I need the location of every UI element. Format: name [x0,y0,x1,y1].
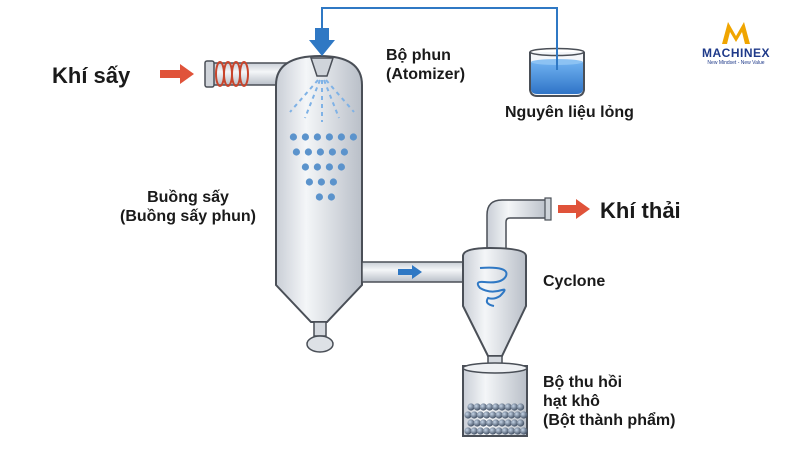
droplet-cloud [289,133,357,201]
powder-bead [492,419,500,427]
feed-line [321,7,558,52]
powder-bead [489,427,497,435]
drying-chamber [275,54,363,323]
droplet [304,148,312,156]
label-collector-line2: hạt khô [543,393,600,411]
droplet [329,178,337,186]
powder-bead [510,419,518,427]
label-collector-line3: (Bột thành phẩm) [543,412,676,430]
exhaust-pipe [486,199,549,251]
powder-bead [467,419,475,427]
powder-bead [514,411,522,419]
powder-bead [464,411,472,419]
powder-bead [520,427,528,435]
powder-bead [473,403,481,411]
powder-bead [467,403,475,411]
flow-arrow [398,265,422,279]
powder-bead [520,411,528,419]
logo-tagline: New Mindset - New Value [707,60,765,66]
powder-bead [470,411,478,419]
droplet [313,133,321,141]
powder-bead [483,427,491,435]
droplet [325,133,333,141]
label-chamber-line1: Buồng sấy [147,189,229,206]
powder-bead [517,403,525,411]
powder-bead [495,411,503,419]
powder-bead [492,403,500,411]
droplet [337,133,345,141]
label-collector: Bộ thu hồi hạt khô (Bột thành phẩm) [543,373,675,431]
heater-coil [215,61,249,87]
droplet [317,178,325,186]
machinex-logo-mark [722,22,750,44]
powder-bead [489,411,497,419]
exhaust-arrow [558,199,590,219]
chamber-outlet [306,321,334,353]
cyclone-body [462,246,527,357]
droplet [289,133,297,141]
powder-bead [486,403,494,411]
powder-bead [498,403,506,411]
powder-bead [514,427,522,435]
powder-bead [501,411,509,419]
brand-logo: MACHINEX New Mindset - New Value [696,20,776,66]
liquid-beaker [529,40,585,97]
powder-bead [479,403,487,411]
droplet [315,193,323,201]
droplet [325,163,333,171]
label-exhaust: Khí thải [600,198,681,223]
label-atomizer: Bộ phun (Atomizer) [386,46,465,84]
powder-bead [501,427,509,435]
powder-bead [470,427,478,435]
label-drying-chamber: Buồng sấy (Buồng sấy phun) [108,188,268,226]
droplet [313,163,321,171]
powder-bead [486,419,494,427]
spray-cone [289,79,355,122]
powder-bead [510,403,518,411]
powder-bead [504,419,512,427]
powder-bead [507,427,515,435]
powder-bead [476,411,484,419]
powder-beads [464,403,528,435]
powder-bead [483,411,491,419]
droplet [305,178,313,186]
droplet [337,163,345,171]
label-cyclone: Cyclone [543,273,606,290]
droplet [301,163,309,171]
label-atomizer-line2: (Atomizer) [386,66,466,84]
atomizer [309,28,335,77]
powder-bead [517,419,525,427]
powder-bead [479,419,487,427]
droplet [316,148,324,156]
droplet [328,148,336,156]
droplet [349,133,357,141]
droplet [301,133,309,141]
label-drying-air: Khí sấy [52,63,131,88]
label-chamber-line2: (Buồng sấy phun) [120,208,256,226]
powder-bead [473,419,481,427]
droplet [327,193,335,201]
cyclone-vortex [476,266,508,307]
drying-air-arrow [160,64,194,84]
powder-bead [464,427,472,435]
powder-bead [495,427,503,435]
droplet [292,148,300,156]
powder-bead [504,403,512,411]
label-atomizer-line1: Bộ phun [386,47,451,64]
powder-bead [507,411,515,419]
droplet [340,148,348,156]
powder-bead [498,419,506,427]
logo-name: MACHINEX [701,46,770,60]
powder-bead [476,427,484,435]
label-collector-line1: Bộ thu hồi [543,374,623,391]
label-liquid-feed: Nguyên liệu lỏng [505,104,634,121]
